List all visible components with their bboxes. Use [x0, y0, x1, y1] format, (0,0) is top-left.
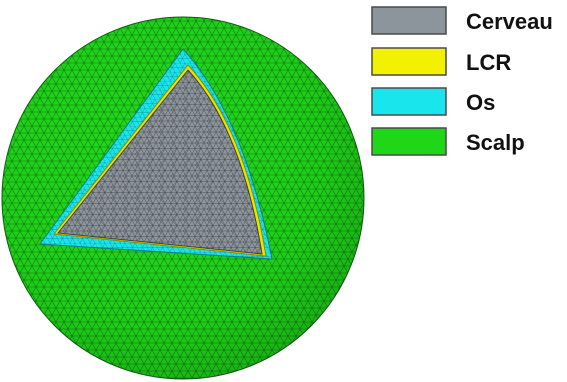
legend-item-scalp: Scalp	[371, 127, 525, 156]
legend-swatch-cerveau	[371, 6, 447, 35]
legend-label-scalp: Scalp	[466, 130, 525, 155]
legend-label-os: Os	[466, 90, 495, 115]
legend-item-os: Os	[371, 87, 495, 116]
legend: Cerveau LCR Os Scalp	[371, 6, 553, 156]
brain-mesh	[58, 70, 262, 254]
brain-layer	[57, 69, 263, 255]
legend-item-lcr: LCR	[371, 47, 511, 76]
legend-label-lcr: LCR	[466, 50, 511, 75]
legend-label-cerveau: Cerveau	[466, 9, 553, 34]
legend-item-cerveau: Cerveau	[371, 6, 553, 35]
legend-swatch-os	[371, 87, 447, 116]
legend-swatch-lcr	[371, 47, 447, 76]
legend-swatch-scalp	[371, 127, 447, 156]
